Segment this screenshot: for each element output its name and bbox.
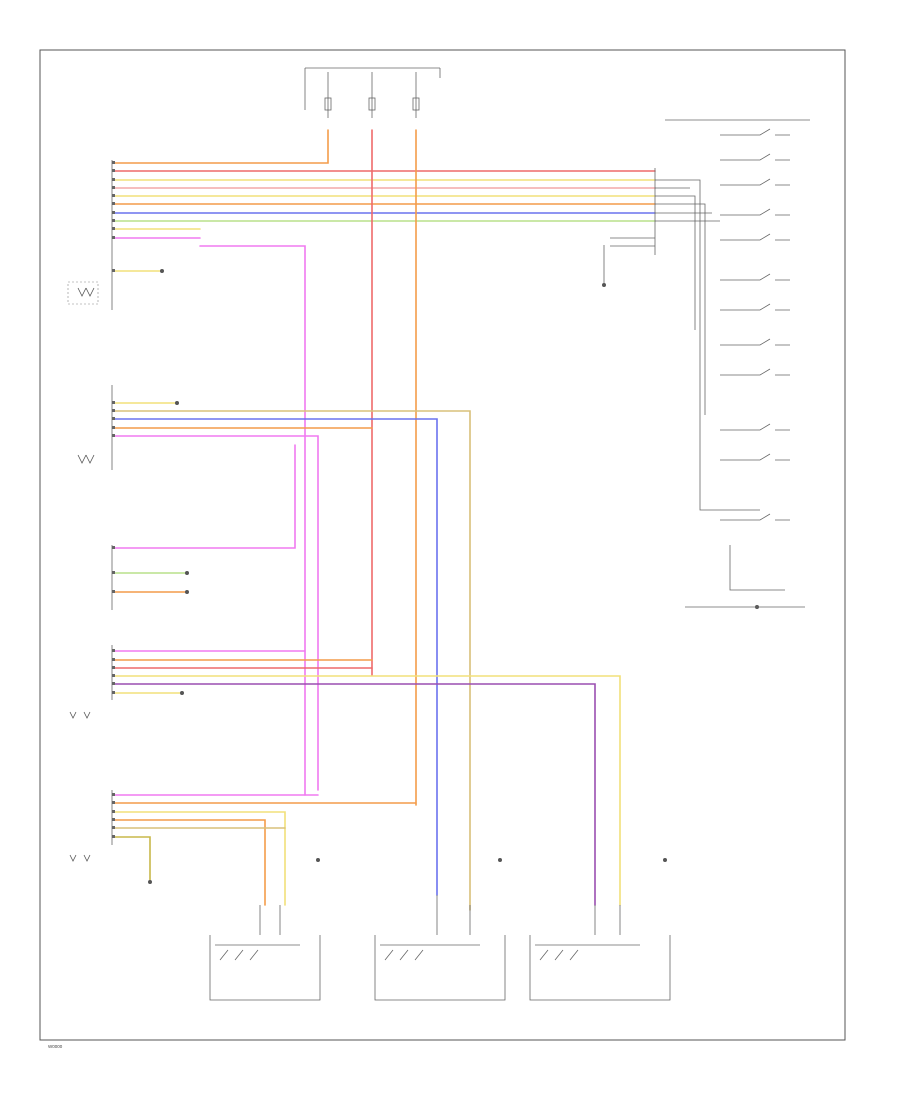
wires-module-2 [114,402,471,911]
wires-module-4 [114,650,621,906]
module-1 [67,160,113,310]
wires-module-5 [114,794,417,906]
switch-pack-3 [529,905,671,1001]
fuse-3 [412,72,420,118]
fuse-risers [371,129,417,806]
ground-symbols [148,245,759,884]
switch-pack-2 [374,895,506,1001]
switch-pack-1 [209,905,321,1001]
diagram-frame [39,49,846,1041]
module-5 [69,790,113,862]
fuse-group-top [304,67,441,118]
wires-module-3 [114,572,186,593]
right-connector [610,168,760,511]
switch-block-right [665,119,810,608]
fuse-1 [324,72,332,118]
module-4 [69,645,113,719]
module-2 [77,385,113,470]
wires-module-1 [114,129,656,796]
fuse-2 [368,72,376,118]
connector-pins-left [112,161,115,838]
footer-code: W0000 [48,1044,63,1049]
